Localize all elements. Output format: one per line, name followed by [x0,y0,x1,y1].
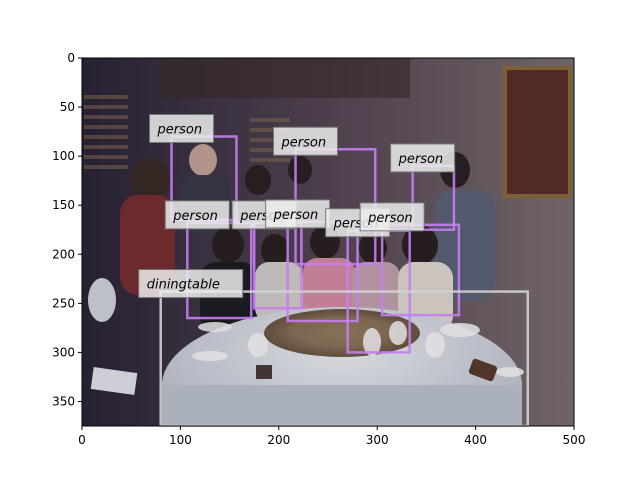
y-tick-label: 250 [52,296,75,310]
person-label: person [398,152,444,167]
x-tick-label: 200 [267,433,290,447]
phone [256,365,272,379]
person-label: person [157,123,203,138]
phone [468,358,498,382]
x-tick-label: 0 [78,433,86,447]
x-tick-label: 500 [563,433,586,447]
y-tick-label: 300 [52,345,75,359]
person-label-box [390,143,456,173]
y-tick-label: 0 [67,51,75,65]
y-tick-label: 150 [52,198,75,212]
x-tick-label: 400 [464,433,487,447]
napkin [90,367,138,395]
person-label: person [172,209,218,224]
wall-picture [503,66,572,198]
x-tick-label: 100 [169,433,192,447]
photo [82,58,574,426]
person-label: person [367,211,413,226]
person-label-box [359,202,425,232]
diningtable-label: diningtable [147,278,220,293]
diningtable-label-box [138,269,244,299]
x-axis: 0 100 200 300 400 500 [78,426,585,447]
y-tick-label: 100 [52,149,75,163]
person-label-box [273,126,339,156]
tableware [192,321,524,377]
x-tick-label: 300 [366,433,389,447]
person-label-box [164,200,230,230]
person-label-box [265,199,331,229]
axes-frame [81,57,575,427]
person-label: person [273,208,319,223]
y-tick-label: 200 [52,247,75,261]
y-tick-label: 50 [60,100,75,114]
person-label-box [149,114,215,144]
person-label: person [281,135,327,150]
y-axis: 0 50 100 150 200 250 300 350 [52,51,82,408]
y-tick-label: 350 [52,394,75,408]
window-blinds [84,95,290,169]
